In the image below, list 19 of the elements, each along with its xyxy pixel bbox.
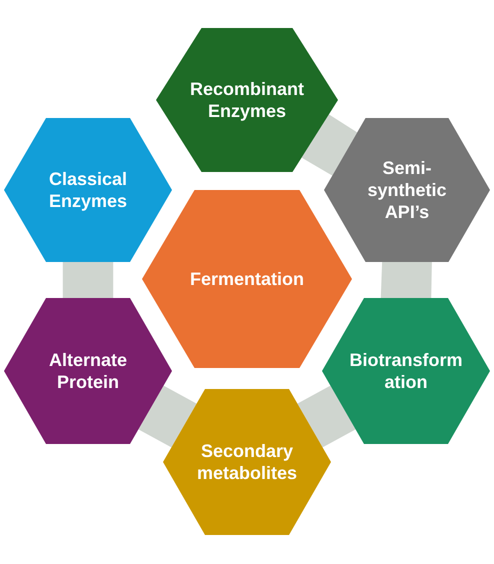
hexagon <box>156 28 338 172</box>
hexagon <box>322 298 490 444</box>
hexagon <box>324 118 490 262</box>
node-label: Semi-synthetic API’s <box>366 157 448 223</box>
node-label: Fermentation <box>188 268 305 290</box>
node-label: Alternate Protein <box>48 349 128 393</box>
hexagon <box>142 190 352 368</box>
connector-band <box>138 386 197 448</box>
node-label: Classical Enzymes <box>48 168 128 212</box>
hexagon <box>4 118 172 262</box>
hexagon <box>4 298 172 444</box>
connector-band <box>380 262 432 298</box>
connector-band <box>297 386 356 448</box>
node-label: Secondary metabolites <box>196 440 298 484</box>
hexagon <box>163 389 331 535</box>
connector-band <box>62 262 114 298</box>
node-label: Biotransformation <box>348 349 464 393</box>
node-label: Recombinant Enzymes <box>188 78 305 122</box>
connector-band <box>302 114 358 176</box>
